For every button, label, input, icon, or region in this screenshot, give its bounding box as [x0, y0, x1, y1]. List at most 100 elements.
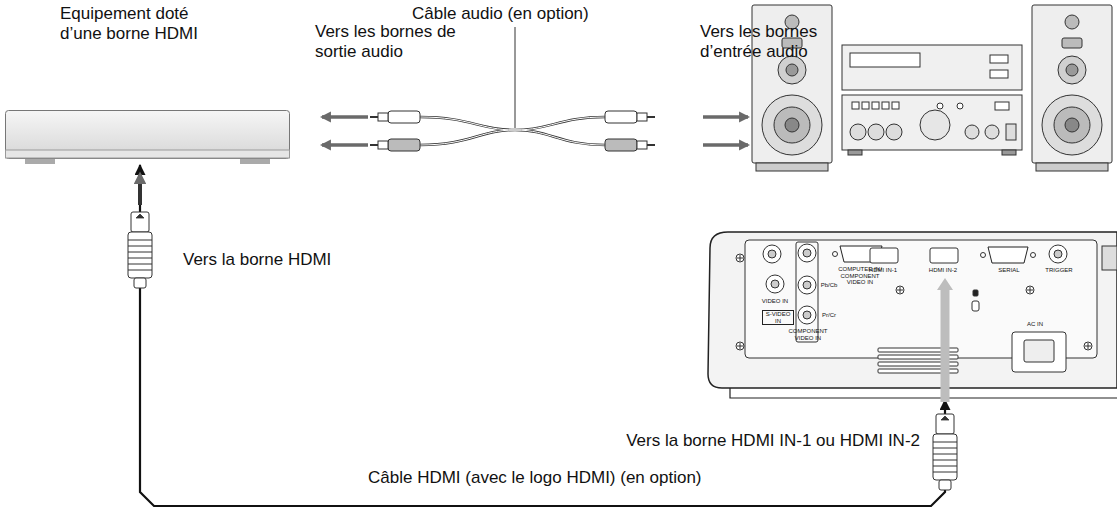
rca-pin [370, 144, 378, 146]
amp-button [862, 102, 869, 109]
amp-foot [1002, 150, 1016, 155]
rca-plug [370, 139, 420, 151]
amp-knob [850, 124, 866, 140]
insertion-arrow-head [937, 278, 953, 290]
port-label: S-VIDEO IN [762, 310, 794, 325]
component-group-outline [796, 242, 818, 342]
ac-inlet-socket [1024, 340, 1054, 362]
grip-line [128, 246, 152, 247]
screw-slot [1027, 287, 1033, 293]
connection-note: Vers la borne HDMI IN-1 ou HDMI IN-2 [440, 431, 920, 451]
amp-knob [868, 124, 884, 140]
equipment-shape [5, 110, 290, 165]
projector-body [708, 232, 1117, 388]
grip-line [933, 454, 957, 455]
rca-sleeve [637, 141, 647, 149]
jack-core [771, 280, 779, 288]
port-label: SERIAL [991, 267, 1027, 274]
tweeter-slot [1062, 38, 1082, 48]
speaker [1032, 5, 1112, 171]
rca-sleeve [637, 113, 647, 121]
port-label: HDMI IN-1 [866, 267, 900, 274]
amp-knob [886, 124, 902, 140]
port-label: HDMI IN-2 [926, 267, 960, 274]
amp-button [995, 102, 1009, 110]
woofer-cap [1065, 118, 1079, 132]
cable-wire-core [420, 117, 515, 145]
amp-button [882, 102, 889, 109]
speaker-base [756, 163, 828, 171]
cable-label: Câble audio (en option) [412, 4, 632, 24]
screw [896, 286, 904, 294]
hdmi-plug-body [128, 232, 152, 278]
direction-arrow [703, 143, 748, 147]
amplifier-unit [842, 95, 1022, 150]
rca-sleeve [378, 113, 388, 121]
jack-core [803, 311, 811, 319]
hdmi-plug [933, 414, 957, 490]
port-label: VIDEO IN [758, 298, 792, 305]
hdmi-logo-mark [941, 416, 949, 420]
side-vent [1102, 246, 1117, 270]
jack-core [1054, 250, 1062, 258]
port-screw [833, 252, 838, 257]
hdmi-equipment: Equipement doté d’une borne HDMI [5, 110, 290, 165]
rca-sleeve [378, 141, 388, 149]
port-label: Pb/Cb [817, 282, 841, 289]
tuner-display [850, 53, 920, 67]
amp-led [937, 103, 943, 109]
rca-pin [647, 144, 655, 146]
equipment-foot [25, 159, 55, 164]
hdmi-strain-relief [134, 278, 146, 288]
connection-note: Vers la borne HDMI [183, 250, 383, 270]
volume-knob [920, 110, 950, 140]
hdmi-port [870, 248, 898, 263]
grip-line [933, 448, 957, 449]
amp-button [852, 102, 859, 109]
direction-arrow [138, 174, 142, 205]
grip-line [128, 240, 152, 241]
port-label: COMPONENT VIDEO IN [788, 328, 828, 341]
rca-plug [370, 111, 420, 123]
rca-plug [605, 139, 655, 151]
midrange [1058, 56, 1086, 84]
hdmi-plug-head [131, 212, 149, 232]
component-jack [798, 306, 816, 324]
jack-core [803, 281, 811, 289]
speaker-cabinet [1032, 5, 1112, 163]
security-slot [972, 301, 979, 311]
tuner-button [990, 70, 1008, 78]
woofer [762, 95, 822, 155]
stereo-amplifier [842, 45, 1022, 155]
equipment-body [6, 111, 290, 159]
direction-arrow [322, 115, 368, 119]
screw [736, 342, 744, 350]
port-label: Pr/Cr [817, 312, 841, 319]
port-screw [981, 253, 986, 258]
cable-wire [515, 117, 605, 145]
tuner-button [990, 55, 1008, 63]
grip-line [933, 472, 957, 473]
screw [1026, 286, 1034, 294]
leader-line [515, 27, 516, 128]
amp-foot [848, 150, 862, 155]
amp-button [872, 102, 879, 109]
grip-line [933, 466, 957, 467]
port-screw [1031, 253, 1036, 258]
rca-body [388, 139, 420, 151]
woofer [1042, 95, 1102, 155]
insertion-arrow [941, 288, 950, 402]
woofer-cone [774, 107, 810, 143]
projector-rear-panel: VIDEO IN S-VIDEO IN Pb/CbPr/CrCOMPONENT VI… [700, 228, 1117, 400]
screw-slot [737, 255, 743, 261]
projector-base [730, 388, 1117, 398]
woofer-cap [785, 118, 799, 132]
rca-body [605, 139, 637, 151]
jack-core [768, 250, 776, 258]
screw-slot [1085, 343, 1091, 349]
grip-line [128, 252, 152, 253]
ac-inlet [1012, 332, 1066, 372]
jack-core [803, 249, 811, 257]
direction-arrow [703, 115, 748, 119]
